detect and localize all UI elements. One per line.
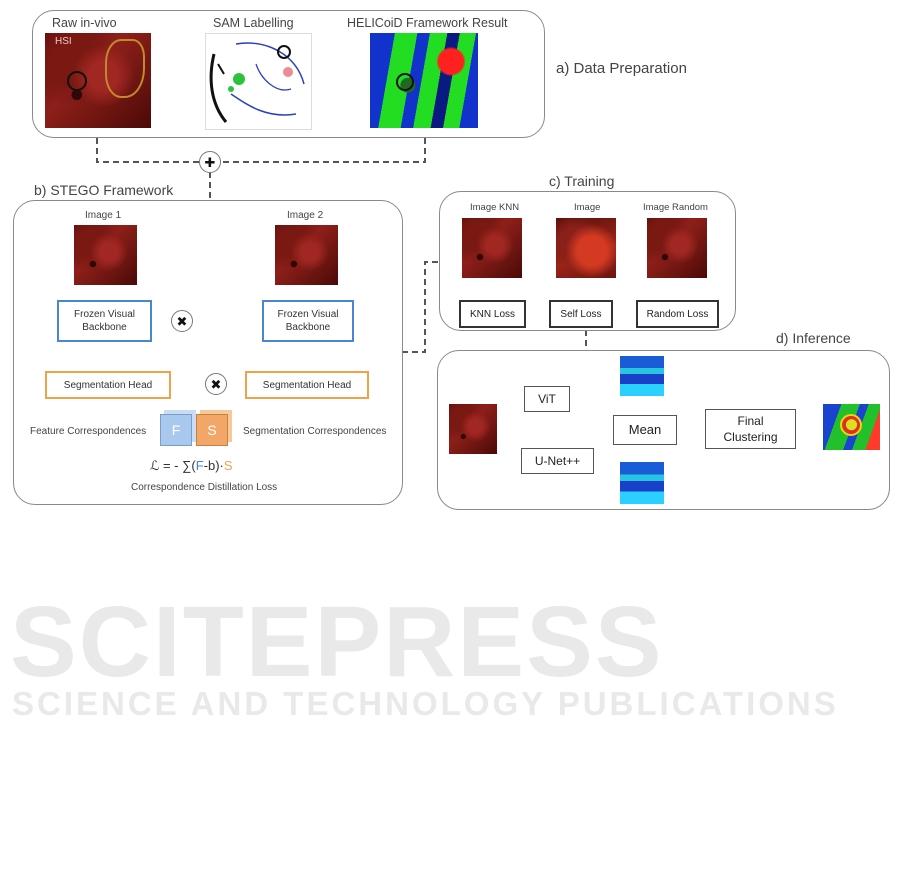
feature-correspondences-label: Feature Correspondences [30, 426, 147, 437]
vit-box: ViT [524, 386, 570, 412]
multiply-features-icon: ✖ [171, 310, 193, 332]
section-d-title: d) Inference [776, 330, 851, 346]
image-thumb [556, 218, 616, 278]
tumor-outline [105, 39, 145, 98]
segmentation-correspondences-label: Segmentation Correspondences [243, 426, 387, 437]
section-a-title: a) Data Preparation [556, 60, 687, 77]
frozen-backbone-right: Frozen Visual Backbone [262, 300, 354, 342]
section-c-title: c) Training [549, 173, 615, 189]
image-random-thumb [647, 218, 707, 278]
loss-formula: ℒ = - ∑(F-b)·S [150, 458, 233, 474]
frozen-backbone-left: Frozen Visual Backbone [57, 300, 152, 342]
raw-hsi-image [45, 33, 151, 128]
image-random-label: Image Random [643, 202, 708, 213]
cube-f: F [160, 414, 192, 446]
loss-prefix: ℒ = - ∑( [150, 458, 196, 473]
image-knn-label: Image KNN [470, 202, 520, 213]
cube-s: S [196, 414, 228, 446]
image-2-thumb [275, 225, 338, 285]
final-clustering-box: Final Clustering [705, 409, 796, 449]
sam-labelling-image [205, 33, 312, 130]
watermark-subtitle: SCIENCE AND TECHNOLOGY PUBLICATIONS [12, 685, 839, 722]
multiply-segmentation-icon: ✖ [205, 373, 227, 395]
raw-sub-label: HSI [55, 36, 72, 47]
sam-strokes [209, 42, 305, 123]
raw-label: Raw in-vivo [52, 16, 117, 30]
loss-mid: -b)· [203, 458, 224, 473]
combine-plus-icon: ✚ [199, 151, 221, 173]
mean-box: Mean [613, 415, 677, 445]
section-b-title: b) STEGO Framework [34, 182, 174, 198]
watermark-logo: SCITEPRESS [10, 586, 664, 698]
image-knn-thumb [462, 218, 522, 278]
segmentation-head-left: Segmentation Head [45, 371, 171, 399]
knn-loss-box: KNN Loss [459, 300, 526, 328]
unet-output-map [620, 462, 664, 504]
helicoid-result-image [370, 33, 478, 128]
unet-box: U-Net++ [521, 448, 594, 474]
ring-marker [396, 73, 414, 91]
loss-f: F [195, 458, 204, 473]
image-2-label: Image 2 [287, 210, 324, 221]
inference-input-thumb [449, 404, 497, 454]
loss-caption: Correspondence Distillation Loss [131, 482, 278, 493]
final-clustering-output [823, 404, 880, 450]
helicoid-label: HELICoiD Framework Result [347, 16, 508, 30]
random-loss-box: Random Loss [636, 300, 719, 328]
sam-label: SAM Labelling [213, 16, 294, 30]
loss-s: S [223, 458, 233, 473]
self-loss-box: Self Loss [549, 300, 613, 328]
segmentation-head-right: Segmentation Head [245, 371, 369, 399]
image-1-label: Image 1 [85, 210, 122, 221]
vit-output-map [620, 356, 664, 396]
ring-marker [67, 71, 87, 91]
image-1-thumb [74, 225, 137, 285]
image-label: Image [574, 202, 601, 213]
ring-marker [840, 414, 862, 436]
